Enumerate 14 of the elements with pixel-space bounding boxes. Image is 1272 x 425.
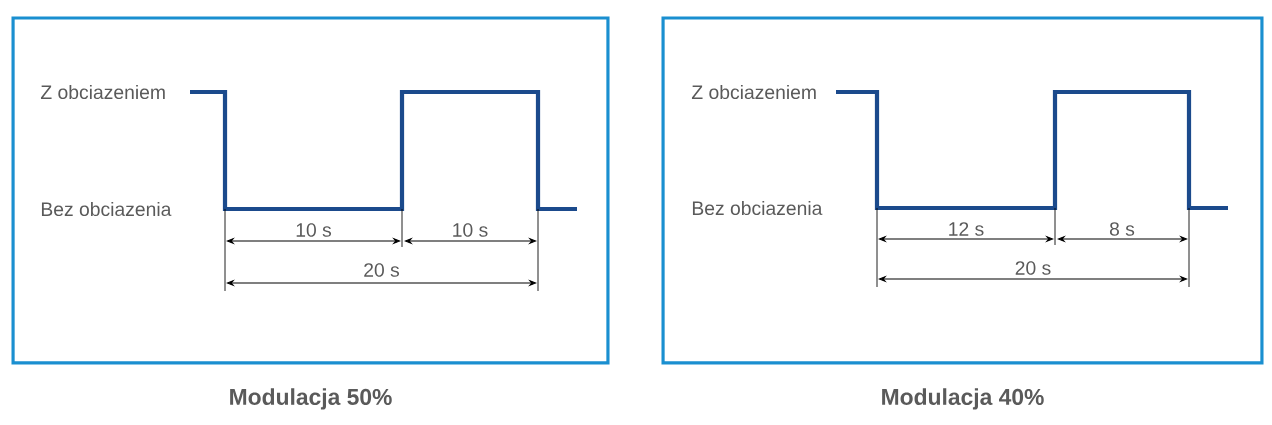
duration-label: 8 s [1109, 222, 1135, 236]
level-label: Bez obciazenia [692, 200, 823, 216]
level-label: Z obciazeniem [40, 84, 165, 100]
duration-label: 20 s [364, 263, 400, 277]
panel-frame [661, 16, 1264, 410]
panel-title: Modulacja 40% [882, 388, 1044, 410]
level-label: Bez obciazenia [41, 201, 172, 217]
duration-label: 10 s [296, 223, 332, 237]
panel-title: Modulacja 50% [230, 388, 392, 410]
panel-frame [11, 16, 610, 410]
duration-label: 10 s [453, 223, 488, 237]
duration-label: 12 s [949, 222, 984, 236]
duration-label: 20 s [1015, 261, 1051, 275]
level-label: Z obciazeniem [691, 84, 816, 100]
